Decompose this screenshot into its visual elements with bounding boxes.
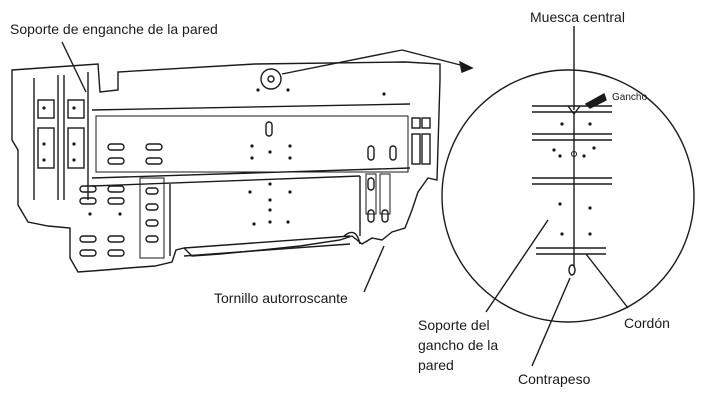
counterweight-label: Contrapeso (518, 371, 591, 387)
hook-label: Gancho (612, 92, 648, 103)
screw-label: Tornillo autorroscante (214, 290, 348, 306)
detail-magnifier (441, 69, 695, 323)
hook-support-label-line3: pared (418, 357, 454, 373)
hook-support-label-line2: gancho de la (418, 337, 499, 353)
leader-lines (61, 26, 629, 367)
cord-label: Cordón (624, 315, 670, 331)
mounting-bracket-label: Soporte de enganche de la pared (10, 21, 218, 37)
hook-support-label-line1: Soporte del (418, 317, 490, 333)
center-notch-label: Muesca central (530, 9, 625, 25)
mounting-plate (11, 61, 441, 273)
